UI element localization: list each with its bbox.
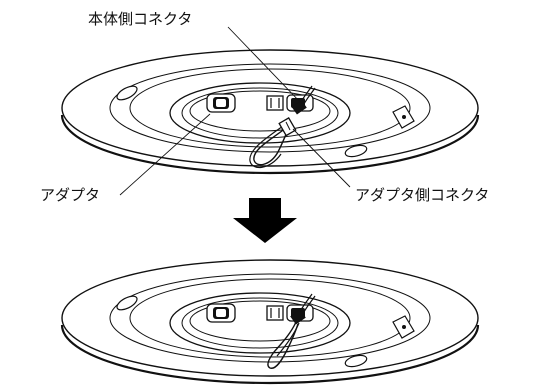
fixture-after <box>60 258 480 385</box>
label-adapter-connector: アダプタ側コネクタ <box>355 186 490 204</box>
leader-adapter-connector <box>292 128 351 188</box>
fixture-before <box>60 26 480 196</box>
leader-adapter <box>119 113 211 196</box>
label-adapter: アダプタ <box>40 186 101 204</box>
down-arrow <box>233 198 297 243</box>
label-body-connector: 本体側コネクタ <box>88 10 193 28</box>
leader-body-connector <box>227 26 303 105</box>
body-connector-wires <box>291 85 316 115</box>
connected-connector <box>267 293 316 369</box>
adapter-connector-loop <box>249 117 297 168</box>
